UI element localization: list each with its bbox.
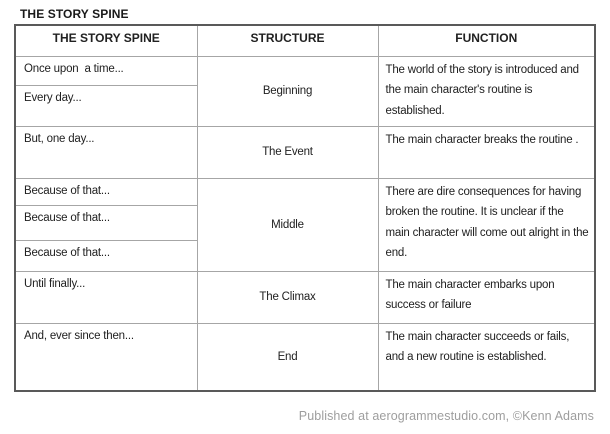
spine-cell-because-of-that-3: Because of that... (14, 239, 198, 272)
table-row: Once upon a time... Beginning The world … (14, 55, 596, 127)
table-row: Because of that... (14, 204, 595, 241)
spine-cell-once-upon-a-time: Once upon a time... (14, 55, 198, 86)
structure-cell-end: End (196, 322, 379, 392)
structure-cell-the-event: The Event (196, 125, 379, 179)
structure-cell-middle: Middle (196, 177, 379, 272)
table-row: Every day... (14, 84, 595, 127)
function-cell-middle: There are dire consequences for having b… (377, 177, 596, 272)
story-spine-table: THE STORY SPINE STRUCTURE FUNCTION Once … (14, 24, 596, 392)
table-row: And, ever since then... End The main cha… (14, 322, 596, 392)
spine-cell-because-of-that-1: Because of that... (14, 177, 198, 206)
structure-cell-the-climax: The Climax (196, 270, 379, 324)
structure-cell-beginning: Beginning (196, 55, 379, 127)
table-row: But, one day... The Event The main chara… (14, 125, 596, 179)
table-row: Because of that... Middle There are dire… (14, 177, 596, 272)
column-header-structure: STRUCTURE (196, 24, 379, 57)
spine-cell-until-finally: Until finally... (14, 270, 198, 324)
spine-cell-every-day: Every day... (14, 84, 198, 127)
table-row: Until finally... The Climax The main cha… (14, 270, 596, 324)
function-cell-beginning: The world of the story is introduced and… (377, 55, 596, 127)
function-cell-the-event: The main character breaks the routine . (377, 125, 596, 179)
spine-cell-but-one-day: But, one day... (14, 125, 198, 179)
function-cell-end: The main character succeeds or fails, an… (377, 322, 596, 392)
spine-cell-and-ever-since-then: And, ever since then... (14, 322, 198, 392)
spine-cell-because-of-that-2: Because of that... (14, 204, 198, 241)
publisher-credit: Published at aerogrammestudio.com, ©Kenn… (298, 409, 594, 423)
column-header-function: FUNCTION (377, 24, 596, 57)
column-header-story-spine: THE STORY SPINE (14, 24, 198, 57)
function-cell-the-climax: The main character embarks upon success … (377, 270, 596, 324)
page-title: THE STORY SPINE (20, 7, 129, 21)
table-header-row: THE STORY SPINE STRUCTURE FUNCTION (14, 24, 596, 57)
